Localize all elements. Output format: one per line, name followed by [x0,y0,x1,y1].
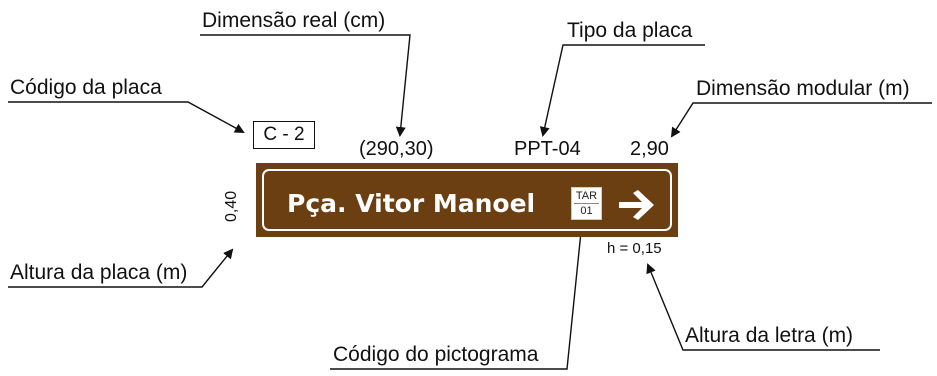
altura-placa-value: 0,40 [223,190,240,222]
right-arrow-icon [619,190,654,220]
pictogram-code-top: TAR [573,189,600,204]
label-tipo-placa: Tipo da placa [567,19,693,42]
leader-dimensao-modular [670,102,932,138]
sign-destination-text: Pça. Vitor Manoel [287,189,536,218]
codigo-placa-box: C - 2 [253,121,315,149]
tipo-placa-value: PPT-04 [514,138,581,160]
sign-border: Pça. Vitor Manoel TAR 01 [262,169,672,231]
leader-codigo-pictograma [330,220,587,370]
altura-letra-value: h = 0,15 [607,240,662,257]
pictogram-code-bottom: 01 [580,204,593,217]
label-codigo-pictograma: Código do pictograma [333,343,539,366]
label-codigo-placa: Código da placa [10,76,162,99]
leader-altura-placa [8,248,234,288]
label-dimensao-modular: Dimensão modular (m) [696,77,910,100]
sign-plate: Pça. Vitor Manoel TAR 01 [256,163,678,237]
dimensao-real-value: (290,30) [359,138,434,160]
leader-codigo-placa [8,101,245,133]
label-altura-letra: Altura da letra (m) [685,324,854,347]
leader-tipo-placa [539,44,705,137]
leader-dimensao-real [200,34,411,137]
codigo-placa-value: C - 2 [263,124,305,145]
label-altura-placa: Altura da placa (m) [10,261,188,284]
pictogram-box: TAR 01 [571,187,602,220]
leader-altura-letra [646,263,880,351]
dimensao-modular-value: 2,90 [630,138,669,160]
label-dimensao-real: Dimensão real (cm) [202,9,386,32]
